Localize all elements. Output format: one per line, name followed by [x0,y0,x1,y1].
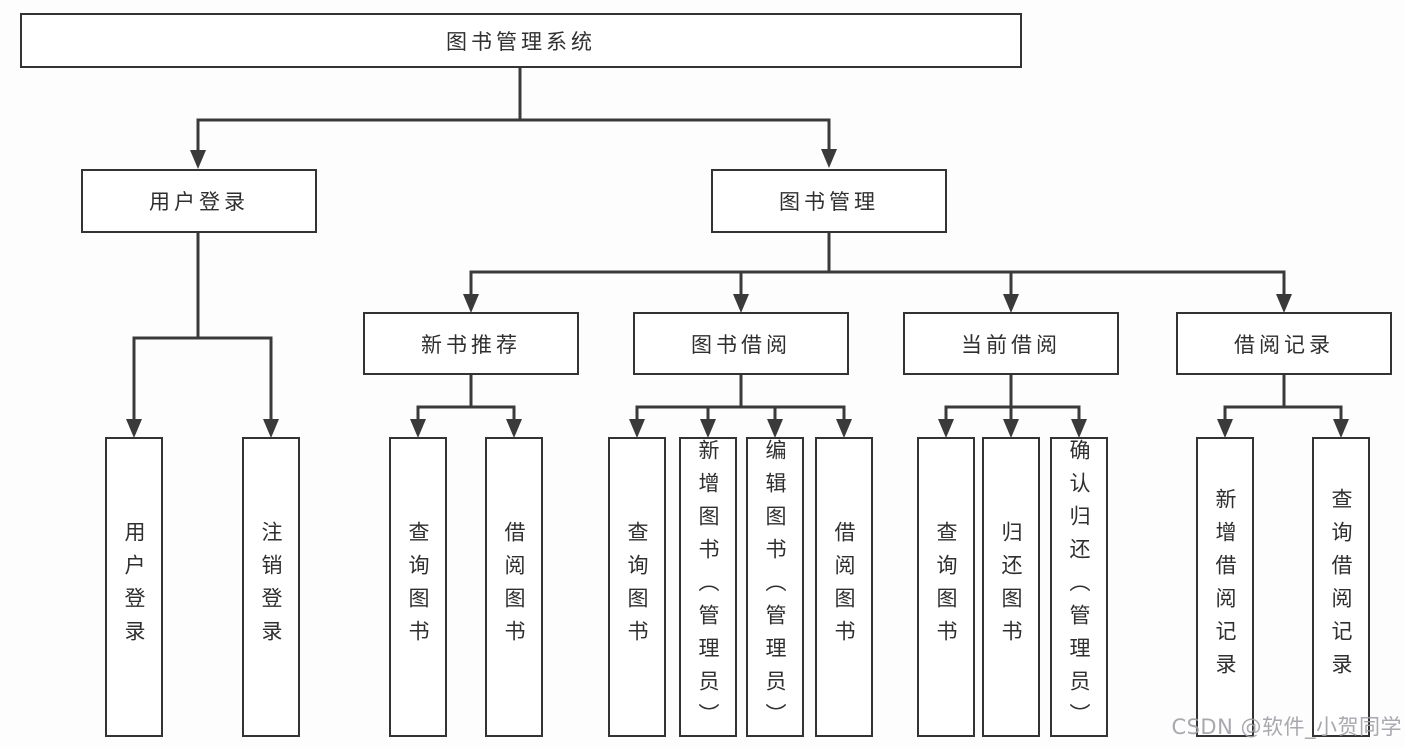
node-library-management-system: 图书管理系统 [20,13,1022,68]
leaf-borrow-books: 借阅图书 [815,437,873,737]
node-new-book-recommendation: 新书推荐 [363,312,579,375]
node-current-borrowing: 当前借阅 [903,312,1119,375]
node-book-borrowing: 图书借阅 [633,312,849,375]
leaf-add-book-admin: 新增图书（管理员） [679,437,737,737]
node-book-management: 图书管理 [711,169,947,233]
node-borrowing-records: 借阅记录 [1176,312,1392,375]
leaf-add-borrow-record: 新增借阅记录 [1196,437,1254,737]
connector-lines [132,68,1343,421]
csdn-watermark: CSDN @软件_小贺同学 [1171,715,1402,739]
leaf-query-borrow-record: 查询借阅记录 [1312,437,1370,737]
leaf-query-books-current: 查询图书 [917,437,975,737]
node-user-login: 用户登录 [81,169,317,233]
leaf-query-books-recommend: 查询图书 [389,437,447,737]
leaf-confirm-return-admin: 确认归还（管理员） [1050,437,1108,737]
leaf-edit-book-admin: 编辑图书（管理员） [746,437,804,737]
leaf-borrow-books-recommend: 借阅图书 [485,437,543,737]
leaf-logout: 注销登录 [242,437,300,737]
leaf-user-login: 用户登录 [105,437,163,737]
leaf-return-book: 归还图书 [982,437,1040,737]
leaf-query-books-borrow: 查询图书 [608,437,666,737]
